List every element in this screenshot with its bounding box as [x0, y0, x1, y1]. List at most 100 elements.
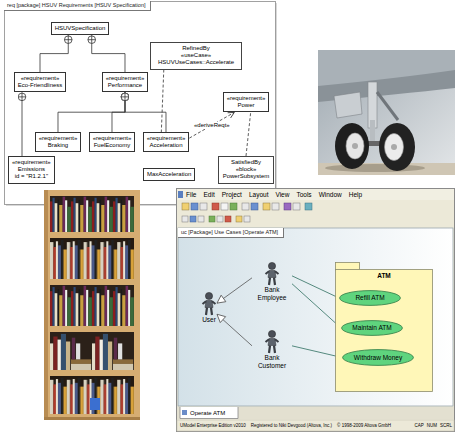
requirement-box: «requirement»Acceleration	[143, 132, 190, 152]
box-text: Eco-Friendliness	[18, 82, 63, 89]
book-row	[50, 285, 134, 326]
box-text: Acceleration	[147, 142, 186, 149]
toolbar-icons	[305, 203, 312, 210]
shelf-base	[44, 417, 140, 420]
requirement-box: «requirement»Braking	[35, 132, 82, 152]
connector	[125, 92, 166, 132]
actor-figure	[201, 292, 217, 316]
wheel-hub	[385, 134, 404, 161]
actor-head	[268, 330, 275, 337]
toolbar-icons	[293, 203, 300, 210]
menu-item: Layout	[249, 190, 269, 199]
connector	[292, 276, 339, 298]
connector	[22, 92, 23, 156]
actor-arms	[266, 339, 279, 342]
use-case-ellipse: Withdraw Money	[342, 349, 414, 366]
actor: Bank Employee	[252, 262, 292, 302]
menu-item: Help	[349, 190, 362, 199]
photo-background	[318, 50, 455, 175]
box-text: id = "R1.2.1"	[12, 173, 51, 180]
book-row	[50, 196, 134, 232]
requirement-box: «requirement»Emissionsid = "R1.2.1"	[8, 156, 55, 184]
connector	[217, 314, 252, 346]
tire	[335, 123, 369, 169]
aircraft-skin	[318, 50, 455, 86]
tab-icon	[182, 410, 187, 415]
gear-door	[334, 92, 362, 118]
toolbar-icons	[200, 203, 207, 210]
connector	[189, 112, 234, 138]
specification-box: HSUVSpecification	[51, 22, 110, 35]
actor-legs	[269, 278, 275, 286]
use-case-name: Withdraw Money	[354, 354, 402, 362]
box-text: MaxAcceleration	[147, 171, 191, 178]
blue-box	[90, 398, 100, 410]
box-text: «requirement»	[18, 75, 63, 82]
diagram-frame: req [package] HSUV Requirements [HSUV Sp…	[4, 1, 276, 205]
menu-item: Tools	[296, 190, 311, 199]
hub-cap	[391, 144, 397, 150]
box-text: «requirement»	[227, 95, 266, 102]
toolbar-icons	[198, 216, 204, 222]
connector	[292, 346, 342, 358]
box-text: «requirement»	[39, 135, 78, 142]
toolbar-icons	[263, 203, 270, 210]
menu-item: File	[186, 190, 196, 199]
use-case-ellipse: Maintain ATM	[341, 320, 403, 336]
wheel-hub	[346, 133, 364, 159]
box-text: «requirement»	[147, 135, 186, 142]
oleo	[370, 120, 375, 142]
connector	[161, 70, 163, 132]
requirement-box: «requirement»Performance	[102, 72, 149, 92]
connector	[217, 278, 252, 303]
actor-arms	[203, 301, 216, 304]
status-bar	[177, 420, 454, 431]
actor-figure	[264, 330, 280, 354]
tab-bar	[177, 407, 454, 419]
hub-cap	[352, 143, 358, 149]
toolbar-icons	[221, 203, 228, 210]
connector	[292, 284, 341, 328]
toolbar-icons	[251, 203, 258, 210]
actor-legs	[269, 346, 275, 354]
toolbar-icons	[225, 216, 231, 222]
toolbar-icons	[212, 203, 219, 210]
use-case-name: Maintain ATM	[352, 324, 391, 332]
requirement-box: «requirement»Eco-Friendliness	[14, 72, 67, 92]
menu-bar	[177, 189, 454, 200]
connector	[246, 112, 251, 156]
status-right: CAPNUMSCRL	[414, 422, 452, 429]
connector	[58, 92, 125, 132]
frame-heading: req [package] HSUV Requirements [HSUV Sp…	[4, 1, 151, 11]
actor: User	[201, 292, 217, 324]
note-box: RefinedBy«useCase» HSUVUseCases::Acceler…	[150, 42, 242, 70]
package-tab	[336, 263, 360, 271]
toolbar-icons	[182, 216, 188, 222]
box-text: FuelEconomy	[93, 142, 132, 149]
use-case-fill	[343, 350, 414, 366]
toolbar-icons	[230, 203, 237, 210]
status-text: Registered to Niki Devgood (Altova, Inc.…	[251, 422, 332, 429]
menu-row: FileEditProjectLayoutViewToolsWindowHelp	[186, 190, 362, 199]
requirement-box: «requirement»Power	[223, 92, 270, 112]
box-text: «useCase» HSUVUseCases::Accelerate	[154, 52, 238, 66]
connector	[92, 35, 125, 72]
box-text: «requirement»	[12, 159, 51, 166]
connector-label: «deriveReqt»	[193, 122, 231, 129]
book-row	[50, 332, 134, 370]
toolbar-icons	[209, 216, 215, 222]
package-body	[336, 270, 433, 392]
menu-item: Window	[319, 190, 342, 199]
key-indicator: CAP	[414, 422, 423, 429]
actor: Bank Customer	[252, 330, 292, 370]
status-left: UModel Enterprise Edition v2010Registere…	[180, 422, 391, 429]
use-case-fill	[340, 291, 401, 306]
connector	[112, 92, 125, 132]
note-box: SatisfiedBy«block» PowerSubsystem	[218, 156, 274, 184]
actor-head	[205, 292, 212, 299]
toolbar-icons	[236, 216, 242, 222]
toolbar-icons	[242, 203, 249, 210]
tire	[379, 123, 415, 171]
window-frame	[177, 189, 455, 432]
